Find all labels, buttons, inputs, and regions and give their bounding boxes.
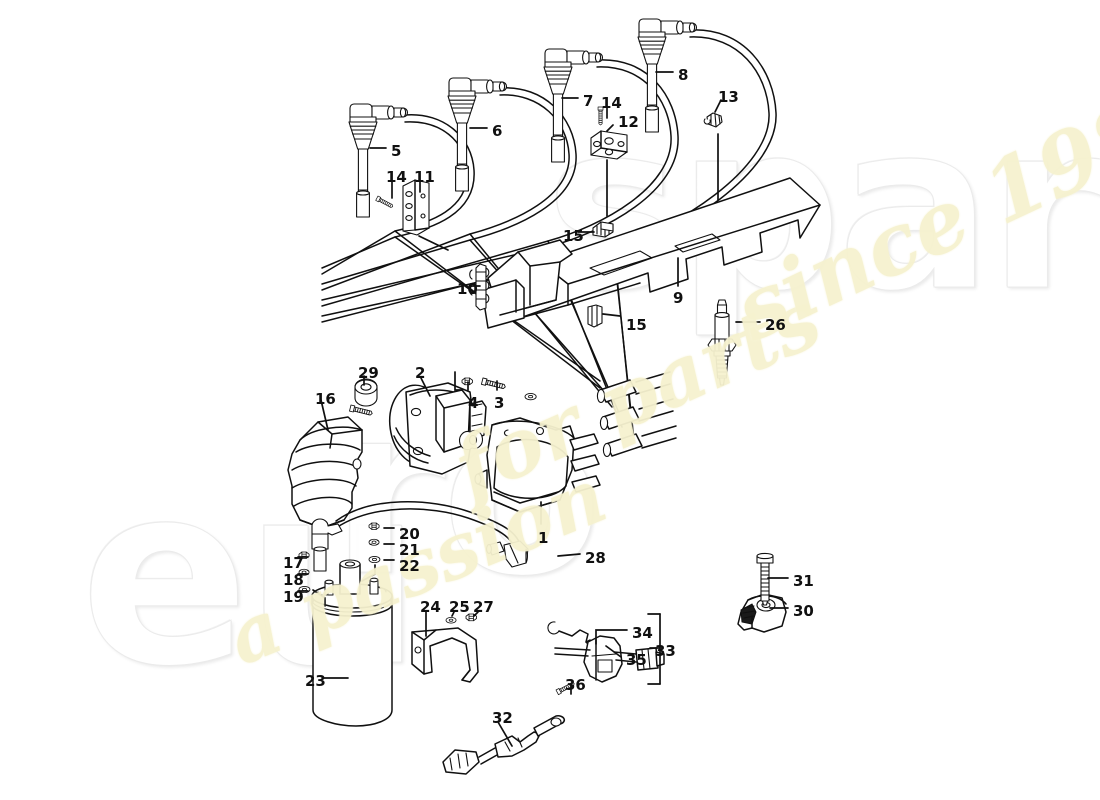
diagram-artwork: .s{fill:none;stroke:#101010;stroke-width… bbox=[287, 18, 821, 775]
parts-diagram-canvas: eurospares .s{fill:none;stroke:#101010;s… bbox=[79, 18, 1100, 775]
